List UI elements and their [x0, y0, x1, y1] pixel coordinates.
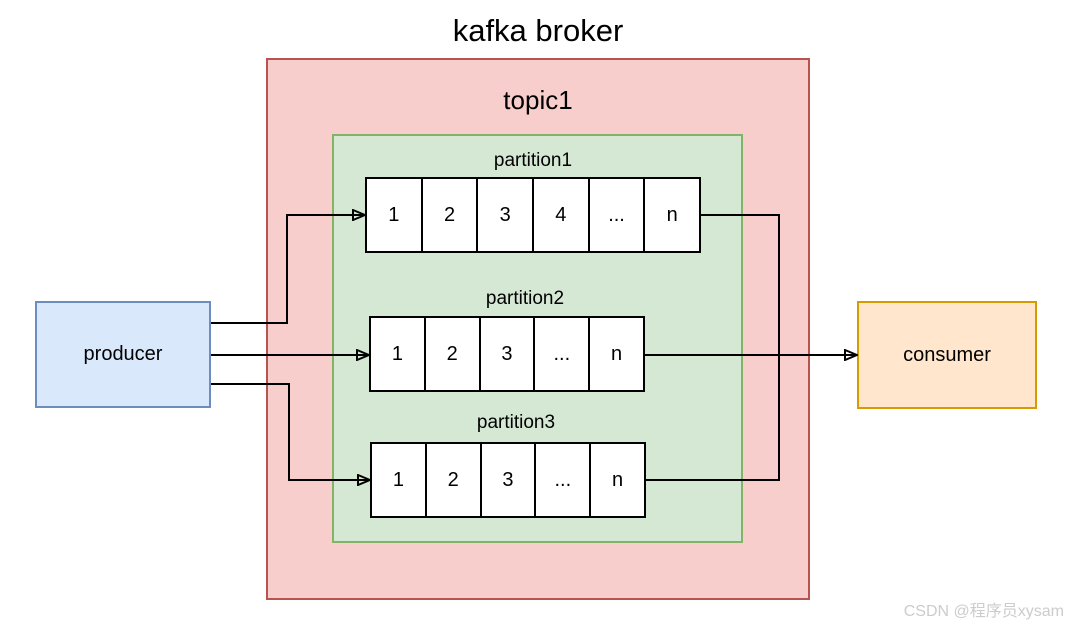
watermark: CSDN @程序员xysam — [903, 603, 1064, 620]
partition1-cell: 3 — [476, 179, 533, 251]
partition2-label: partition2 — [485, 288, 565, 309]
partition1-cell: 1 — [367, 179, 421, 251]
topic1-label: topic1 — [503, 85, 573, 115]
partition3-cell: n — [589, 444, 644, 516]
partition3-row: 1 2 3 ... n — [370, 442, 646, 518]
partition1-row: 1 2 3 4 ... n — [365, 177, 701, 253]
partition1-cell: n — [643, 179, 700, 251]
partition3-cell: ... — [534, 444, 590, 516]
partition1-cell: ... — [587, 179, 644, 251]
consumer-box: consumer — [857, 301, 1037, 409]
producer-label: producer — [83, 343, 163, 365]
partition3-cell: 1 — [372, 444, 425, 516]
partition2-row: 1 2 3 ... n — [369, 316, 645, 392]
diagram-title: kafka broker — [452, 13, 624, 48]
partition1-cell: 4 — [532, 179, 588, 251]
partition2-cell: n — [588, 318, 643, 390]
producer-box: producer — [35, 301, 211, 408]
consumer-label: consumer — [903, 343, 991, 366]
partition1-label: partition1 — [493, 150, 573, 171]
partition2-cell: 2 — [423, 318, 479, 390]
partition1-cell: 2 — [420, 179, 477, 251]
partition3-cell: 2 — [424, 444, 480, 516]
partition2-cell: 1 — [371, 318, 424, 390]
partition2-cell: ... — [533, 318, 589, 390]
partition3-cell: 3 — [479, 444, 535, 516]
partition2-cell: 3 — [478, 318, 534, 390]
partition3-label: partition3 — [476, 412, 556, 433]
